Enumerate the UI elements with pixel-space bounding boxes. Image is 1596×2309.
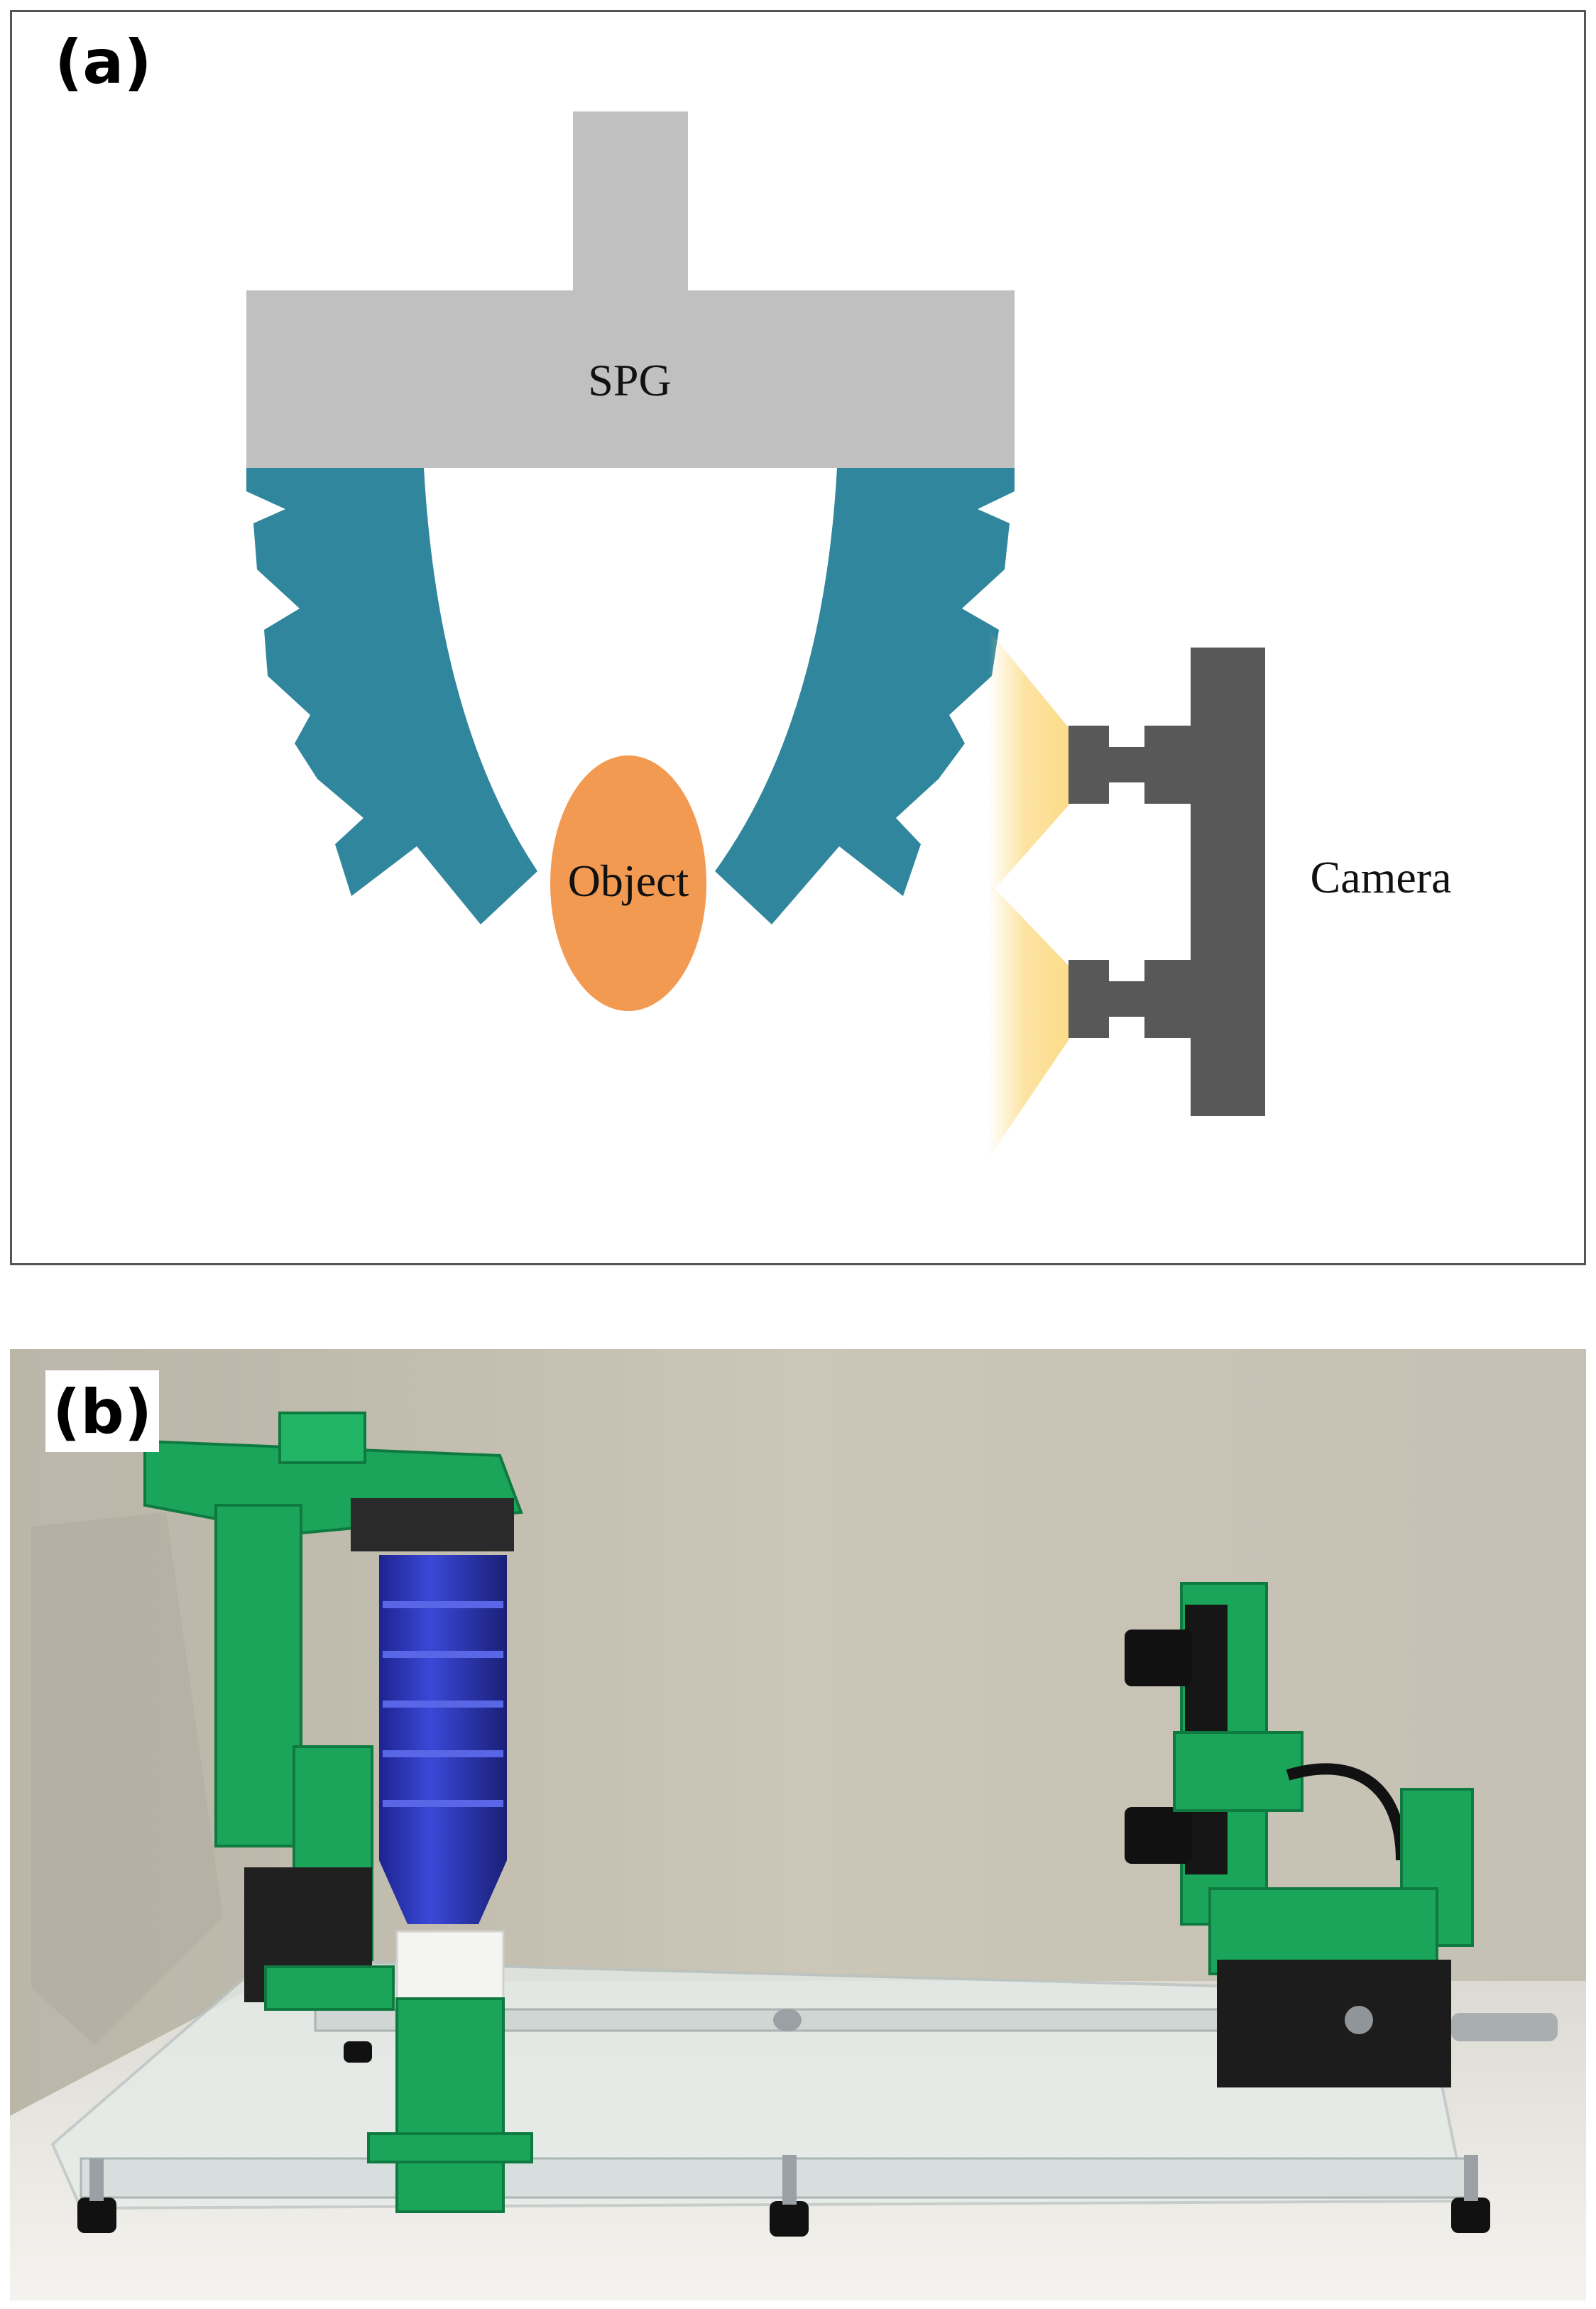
stage-knob — [1451, 2013, 1558, 2041]
screws — [89, 2009, 1478, 2205]
front-rail — [80, 2157, 1467, 2199]
left-shadow — [31, 1512, 223, 2045]
upper-light-cone — [988, 630, 1070, 896]
lower-lens — [1125, 1807, 1192, 1864]
stage-screw — [1345, 2006, 1373, 2034]
spg-body — [246, 290, 1015, 468]
panel-b-label-box — [45, 1370, 159, 1452]
object-shape — [550, 755, 706, 1011]
white-object — [395, 1930, 505, 2004]
upper-camera-lens — [1068, 726, 1191, 804]
camera-board — [1191, 648, 1265, 1116]
leveling-feet — [77, 2041, 1490, 2237]
holder-base — [367, 2132, 533, 2163]
spg-label: SPG — [588, 355, 671, 405]
gripper-mount — [351, 1498, 514, 1551]
photo-panel: (b) — [10, 1349, 1586, 2300]
soft-actuator — [379, 1555, 507, 1924]
schematic-diagram: (a) SPG Object Camera — [55, 27, 1452, 1159]
lower-light-cone — [988, 882, 1070, 1159]
holder-column — [395, 1997, 505, 2213]
gantry-top-block — [278, 1412, 366, 1464]
camera-cable — [1286, 1763, 1407, 1861]
actuator-ribs — [383, 1601, 503, 1807]
upper-lens — [1125, 1630, 1192, 1686]
gantry-column — [214, 1504, 302, 1847]
panel-a-label: (a) — [55, 27, 152, 98]
setup-photo: (b) — [10, 1349, 1586, 2300]
camera-label: Camera — [1311, 852, 1452, 902]
stage-base — [264, 1965, 395, 2011]
camera-cross-plate — [1173, 1731, 1303, 1812]
panel-b-label: (b) — [53, 1377, 152, 1448]
schematic-panel: (a) SPG Object Camera — [10, 10, 1586, 1265]
xy-stage — [1217, 1960, 1451, 2087]
lower-camera-lens — [1068, 960, 1191, 1038]
right-finger — [715, 468, 1015, 924]
spg-stem — [573, 111, 688, 293]
left-finger — [246, 468, 537, 924]
object-label: Object — [568, 856, 689, 906]
